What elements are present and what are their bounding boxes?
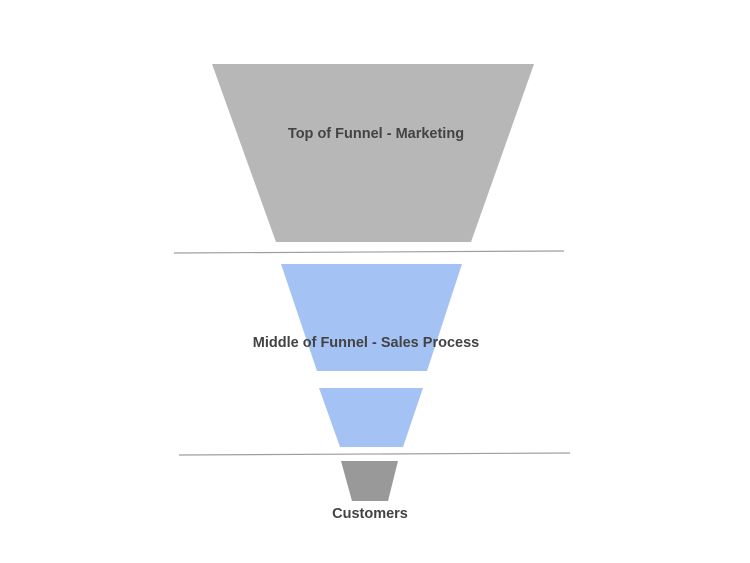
- middle-funnel-label: Middle of Funnel - Sales Process: [253, 335, 479, 351]
- customers-label: Customers: [332, 506, 408, 522]
- customers-shape: [341, 461, 398, 501]
- divider-line-bottom: [178, 452, 571, 456]
- top-funnel-shape: [212, 64, 534, 242]
- middle-funnel-shape-upper: [281, 264, 462, 371]
- top-funnel-label: Top of Funnel - Marketing: [288, 126, 464, 142]
- divider-line-top: [173, 250, 565, 254]
- middle-funnel-shape-lower: [319, 388, 423, 447]
